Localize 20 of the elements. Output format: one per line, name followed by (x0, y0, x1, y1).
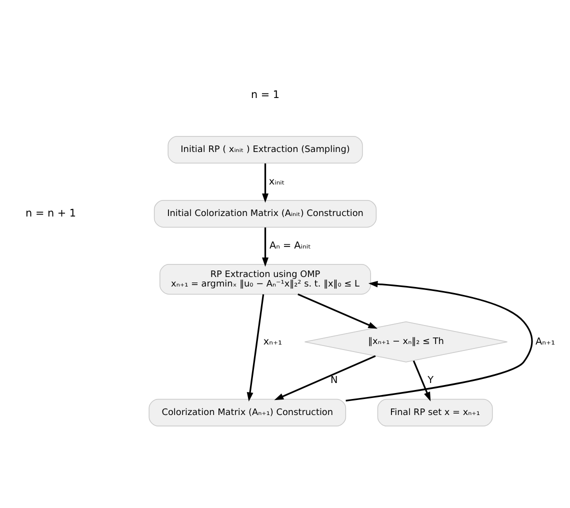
node-box: RP Extraction using OMP xₙ₊₁ = argminₓ ‖u₀ − Aₙ⁻¹x‖₂² s. t. ‖x‖₀ ≤ L (160, 264, 372, 295)
arrow (262, 228, 268, 267)
edge-label: Y (428, 375, 434, 386)
arrow (246, 294, 264, 402)
label: n = 1 (250, 89, 280, 102)
arrow (262, 163, 268, 203)
node-box: Initial RP ( xᵢₙᵢₜ ) Extraction (Sampling) (168, 136, 363, 164)
arrow (274, 355, 376, 400)
edge-label: xᵢₙᵢₜ (268, 176, 285, 188)
arrow (298, 293, 378, 329)
edge-label: xₙ₊₁ (263, 336, 282, 348)
edge-label: Aₙ₊₁ (536, 336, 555, 348)
node-box: Initial Colorization Matrix (Aᵢₙᵢₜ) Construction (154, 200, 377, 228)
node-box: Colorization Matrix (Aₙ₊₁) Construction (148, 398, 346, 426)
arrow (412, 360, 431, 402)
edge-label: N (330, 375, 338, 386)
edge-label: Aₙ = Aᵢₙᵢₜ (269, 240, 311, 252)
label: n = n + 1 (26, 208, 76, 220)
node-box: Final RP set x = xₙ₊₁ (377, 398, 493, 426)
arrow (346, 280, 533, 402)
